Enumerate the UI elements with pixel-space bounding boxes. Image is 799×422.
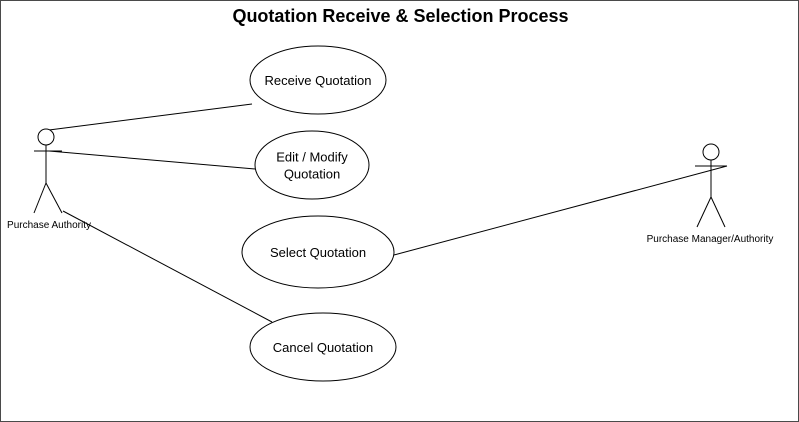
use-case-cancel-quotation: Cancel Quotation bbox=[249, 312, 397, 382]
association-line bbox=[48, 103, 253, 131]
association-line bbox=[393, 165, 728, 256]
actor-label: Purchase Manager/Authority bbox=[647, 234, 774, 245]
diagram-title: Quotation Receive & Selection Process bbox=[232, 6, 569, 26]
association-line bbox=[48, 150, 256, 170]
use-case-select-quotation: Select Quotation bbox=[241, 215, 395, 289]
use-case-label: Select Quotation bbox=[270, 245, 366, 260]
actor-purchase-authority: Purchase Authority bbox=[7, 128, 91, 231]
use-case-label: Edit / Modify bbox=[276, 150, 348, 165]
actor-head bbox=[702, 143, 720, 161]
actor-purchase-manager: Purchase Manager/Authority bbox=[647, 143, 774, 245]
use-case-ellipse bbox=[254, 130, 370, 200]
use-case-ellipse bbox=[249, 45, 387, 115]
use-case-label: Quotation bbox=[284, 167, 340, 182]
actor-left-leg bbox=[696, 196, 712, 228]
use-case-receive-quotation: Receive Quotation bbox=[249, 45, 387, 115]
use-case-label: Cancel Quotation bbox=[273, 340, 373, 355]
use-case-ellipse bbox=[249, 312, 397, 382]
actor-left-leg bbox=[33, 182, 47, 214]
actor-label: Purchase Authority bbox=[7, 220, 91, 231]
actor-head bbox=[37, 128, 55, 146]
use-case-label: Receive Quotation bbox=[265, 73, 372, 88]
actor-right-leg bbox=[45, 182, 63, 214]
use-case-ellipse bbox=[241, 215, 395, 289]
actor-right-leg bbox=[710, 196, 726, 228]
association-line bbox=[62, 210, 273, 323]
